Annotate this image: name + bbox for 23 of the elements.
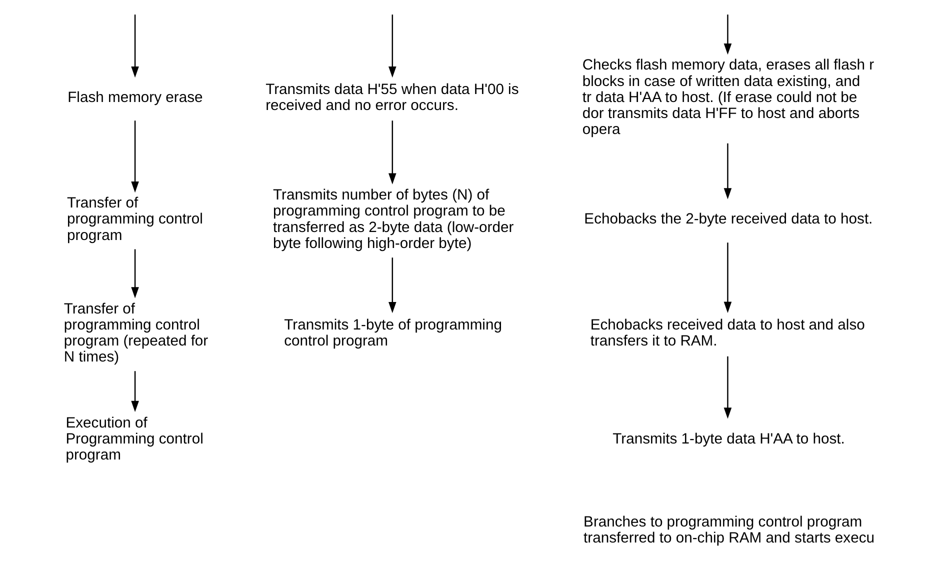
node-text: Transmits 1-byte of programming control program <box>284 318 502 350</box>
node-text: Transmits data H'55 when data H'00 is received and no error occurs. <box>266 82 519 114</box>
node-text: Transfer of programming control program <box>66 196 203 244</box>
arrow <box>724 143 732 200</box>
arrow <box>724 242 732 313</box>
arrow <box>131 371 139 412</box>
node-text: Transmits number of bytes (N) of programming control program to be transferred as 2-byte data (low-order byte following high-order byte) <box>273 188 514 252</box>
arrow <box>724 356 732 419</box>
node-text: Echobacks received data to host and also transfers it to RAM. <box>590 318 865 350</box>
label: Branches to programming control program transferred to on-chip RAM and starts execu <box>584 514 875 546</box>
arrow <box>131 14 139 78</box>
arrow <box>388 14 396 78</box>
node-text: Transmits 1-byte data H'AA to host. <box>612 431 845 448</box>
node-text: Echobacks the 2-byte received data to host. <box>584 212 873 228</box>
arrow <box>131 120 139 193</box>
arrow <box>724 14 732 55</box>
node-text: Execution of Programming control program <box>66 415 204 464</box>
node-text: Checks flash memory data, erases all flash r blocks in case of written data existing, and tr data H'AA to host. (If erase could not be dor transmits data H'FF to host and aborts opera <box>582 58 874 138</box>
arrow <box>131 249 139 298</box>
node-text: Transfer of programming control program (repeated for N times) <box>64 301 208 366</box>
node-text: Flash memory erase <box>68 90 203 106</box>
arrow <box>388 258 396 314</box>
arrow <box>388 120 396 184</box>
